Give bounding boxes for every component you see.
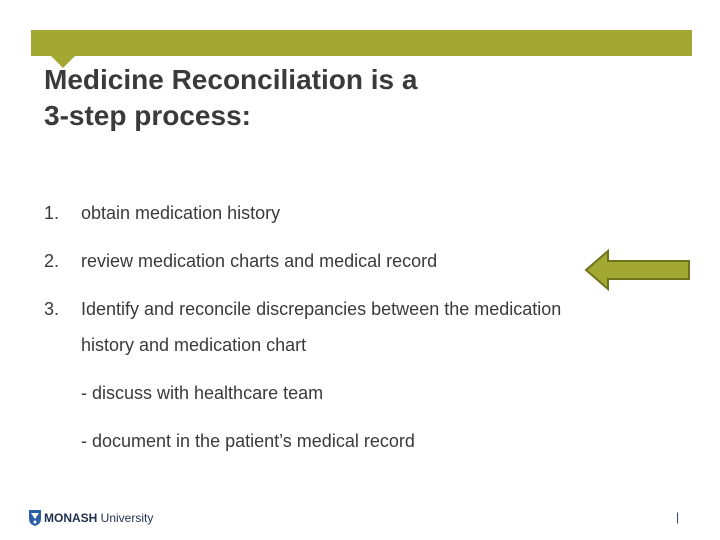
logo-wordmark-bold: MONASH xyxy=(44,511,98,525)
slide-title: Medicine Reconciliation is a 3-step proc… xyxy=(44,62,664,134)
step-number: 3. xyxy=(44,299,60,319)
header-band-shape xyxy=(31,30,692,68)
page-number: | xyxy=(676,510,680,524)
logo-wordmark: MONASH University xyxy=(44,511,153,525)
step-item-3-continuation: history and medication chart xyxy=(81,335,307,355)
sub-point-discuss: - discuss with healthcare team xyxy=(81,383,324,403)
left-arrow-icon xyxy=(584,248,692,292)
step-item-1: 1. obtain medication history xyxy=(44,201,684,225)
step-number: 2. xyxy=(44,251,60,271)
step-text: Identify and reconcile discrepancies bet… xyxy=(81,299,562,319)
title-line-2: 3-step process: xyxy=(44,100,251,131)
monash-shield-icon xyxy=(29,510,41,526)
step-item-3: 3. Identify and reconcile discrepancies … xyxy=(44,297,684,321)
step-number: 1. xyxy=(44,203,60,223)
step-text: review medication charts and medical rec… xyxy=(81,251,438,271)
title-line-1: Medicine Reconciliation is a xyxy=(44,64,418,95)
monash-university-logo: MONASH University xyxy=(28,508,153,528)
sub-point-document: - document in the patient’s medical reco… xyxy=(81,431,415,451)
logo-wordmark-regular: University xyxy=(97,511,154,525)
step-item-2: 2. review medication charts and medical … xyxy=(44,249,684,273)
header-accent-band xyxy=(31,30,692,68)
step-text: obtain medication history xyxy=(81,203,281,223)
